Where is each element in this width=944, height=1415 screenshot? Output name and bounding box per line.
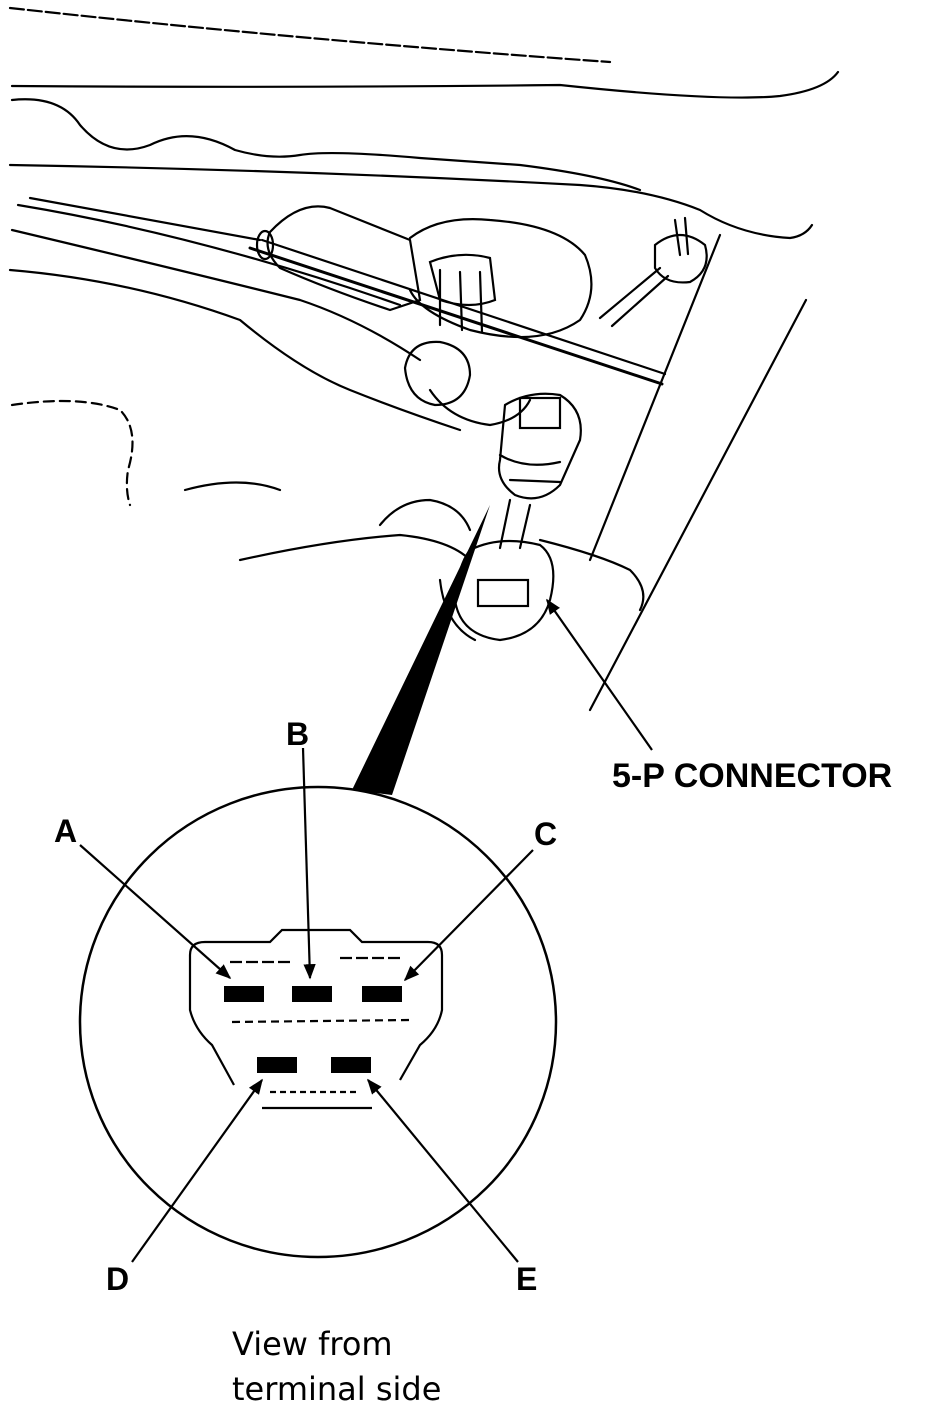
terminal-label-e: E — [516, 1261, 537, 1297]
terminal-a-pointer — [79, 844, 232, 980]
terminal-c-pointer — [403, 849, 534, 982]
connector-label: 5-P CONNECTOR — [612, 757, 892, 795]
terminal-pins — [224, 986, 402, 1073]
terminal-b-pointer — [301, 747, 316, 980]
terminal-pin-c — [362, 986, 402, 1002]
terminal-e-pointer — [367, 1078, 519, 1263]
terminal-d-pointer — [131, 1078, 263, 1263]
terminal-pin-d — [257, 1057, 297, 1073]
terminal-pin-a — [224, 986, 264, 1002]
terminal-pin-b — [292, 986, 332, 1002]
terminal-label-a: A — [54, 813, 77, 849]
connector-face — [188, 928, 444, 1110]
magnifier-leader — [352, 505, 490, 795]
terminal-label-d: D — [106, 1261, 129, 1297]
caption-line-2: terminal side — [232, 1370, 441, 1408]
terminal-pin-e — [331, 1057, 371, 1073]
caption-line-1: View from — [232, 1325, 393, 1363]
terminal-label-b: B — [286, 716, 309, 752]
terminal-label-c: C — [534, 816, 557, 852]
connector-pointer — [546, 598, 653, 751]
engine-bay-illustration — [8, 6, 840, 712]
